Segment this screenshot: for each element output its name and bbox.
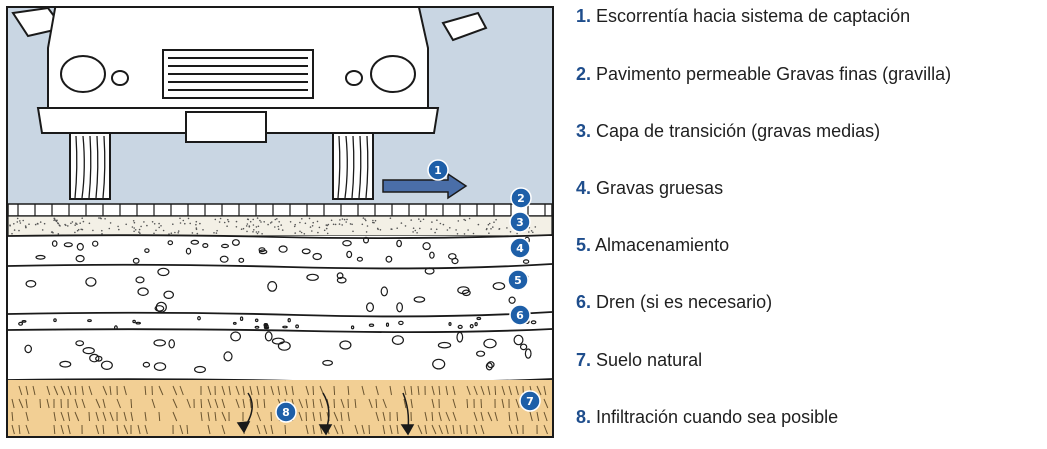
pavement-cross-section-diagram: 1 2 3 4 5 6 7 8 <box>6 6 554 438</box>
badge-1: 1 <box>427 159 449 181</box>
fine-gravel-texture <box>9 217 537 235</box>
badge-4: 4 <box>509 237 531 259</box>
transition-layer <box>8 215 552 237</box>
badge-5-label: 5 <box>514 274 522 287</box>
legend-number: 4. <box>576 178 592 198</box>
badge-5: 5 <box>507 269 529 291</box>
legend-item-7: 7. Suelo natural <box>576 350 702 371</box>
left-foglight <box>111 70 129 86</box>
right-mirror-icon <box>441 11 488 42</box>
soil-hatch-texture <box>11 385 549 435</box>
legend-item-6: 6. Dren (si es necesario) <box>576 292 772 313</box>
legend-item-8: 8. Infiltración cuando sea posible <box>576 407 838 428</box>
infiltration-arrows-icon <box>236 392 415 436</box>
badge-3-label: 3 <box>516 216 524 229</box>
permeable-pavement-layer <box>8 203 552 217</box>
legend-text: Almacenamiento <box>591 235 730 255</box>
gravel-pebbles <box>18 236 537 374</box>
legend-number: 3. <box>576 121 592 141</box>
legend-item-4: 4. Gravas gruesas <box>576 178 723 199</box>
badge-6-label: 6 <box>516 309 524 322</box>
legend: 1. Escorrentía hacia sistema de captació… <box>576 0 1047 449</box>
legend-number: 8. <box>576 407 592 427</box>
legend-item-2: 2. Pavimento permeable Gravas finas (gra… <box>576 64 951 85</box>
legend-number: 7. <box>576 350 592 370</box>
badge-8: 8 <box>275 401 297 423</box>
legend-text: Gravas gruesas <box>591 178 724 198</box>
legend-text: Dren (si es necesario) <box>591 292 773 312</box>
badge-6: 6 <box>509 304 531 326</box>
grille-bars <box>168 57 308 91</box>
badge-8-label: 8 <box>282 406 290 419</box>
storage-layer <box>8 266 552 314</box>
legend-text: Capa de transición (gravas medias) <box>591 121 881 141</box>
diagram-svg: 1 2 3 4 5 6 7 8 <box>8 8 552 436</box>
badge-4-label: 4 <box>516 242 524 255</box>
right-headlight <box>370 55 416 93</box>
legend-number: 6. <box>576 292 592 312</box>
runoff-arrow-icon <box>382 172 468 200</box>
badge-2-label: 2 <box>517 192 525 205</box>
legend-item-5: 5. Almacenamiento <box>576 235 729 256</box>
legend-text: Escorrentía hacia sistema de captación <box>591 6 911 26</box>
legend-number: 1. <box>576 6 592 26</box>
tire-treads <box>74 135 369 199</box>
right-foglight <box>345 70 363 86</box>
drain-layer <box>8 314 552 330</box>
legend-text: Suelo natural <box>591 350 703 370</box>
left-headlight <box>60 55 106 93</box>
legend-text: Infiltración cuando sea posible <box>591 407 839 427</box>
badge-7-label: 7 <box>526 395 534 408</box>
badge-3: 3 <box>509 211 531 233</box>
badge-2: 2 <box>510 187 532 209</box>
badge-7: 7 <box>519 390 541 412</box>
lower-gravel-layer <box>8 330 552 380</box>
license-plate <box>185 111 267 143</box>
legend-item-3: 3. Capa de transición (gravas medias) <box>576 121 880 142</box>
legend-number: 5. <box>576 235 592 255</box>
legend-number: 2. <box>576 64 592 84</box>
legend-text: Pavimento permeable Gravas finas (gravil… <box>591 64 952 84</box>
badge-1-label: 1 <box>434 164 442 177</box>
legend-item-1: 1. Escorrentía hacia sistema de captació… <box>576 6 910 27</box>
